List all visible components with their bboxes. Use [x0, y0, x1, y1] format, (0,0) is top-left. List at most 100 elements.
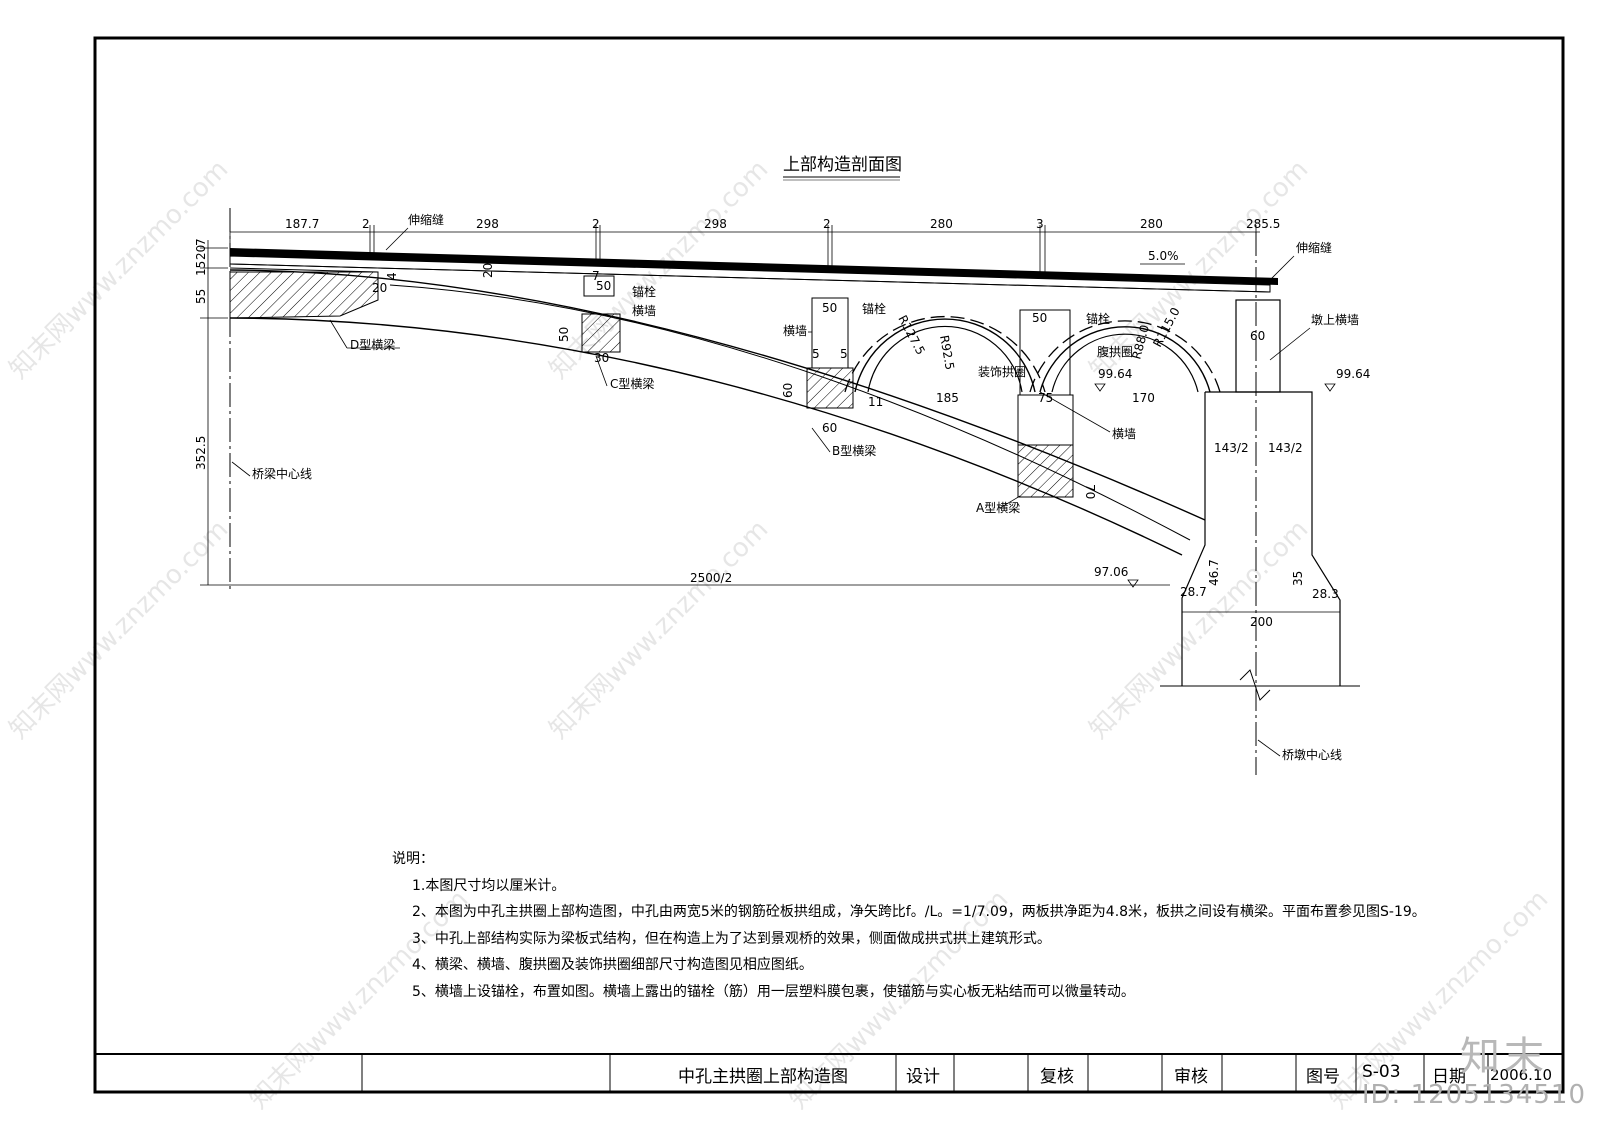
- pier-centerline-label: 桥墩中心线: [1282, 747, 1342, 762]
- deck: [229, 248, 1278, 293]
- radius-2: R92.5: [937, 334, 957, 371]
- dim-c30: 30: [594, 351, 609, 365]
- dim-w75: 75: [1038, 391, 1053, 405]
- dim-c7: 7: [592, 269, 600, 283]
- sheet-frame: [93, 36, 1565, 1094]
- drawing-title: 上部构造剖面图: [783, 155, 902, 175]
- dim-span: 2500/2: [690, 571, 732, 585]
- note-item-3: 3、中孔上部结构实际为梁板式结构，但在构造上为了达到景观桥的效果，侧面做成拱式拱…: [412, 930, 1051, 947]
- date-value: 2006.10: [1490, 1066, 1553, 1084]
- dim-w50: 50: [1032, 311, 1047, 325]
- dim-w185: 185: [936, 391, 959, 405]
- dim-left-1: 15: [194, 261, 208, 276]
- dim-top-3: 298: [476, 217, 499, 231]
- dim-top-2: 2: [362, 217, 370, 231]
- dim-left-4: 55: [194, 289, 208, 304]
- dim-top-8: 3: [1036, 217, 1044, 231]
- dim-d20b: 20: [372, 281, 387, 295]
- number-value: S-03: [1362, 1062, 1401, 1082]
- dim-left-2: 20: [194, 245, 208, 260]
- cross-wall-1: 横墙: [632, 304, 656, 318]
- elev-left-top: 99.64: [1098, 367, 1132, 381]
- top-dimension-line: 187.7 2 298 2 298 2 280 3 280 285.5: [229, 217, 1280, 278]
- title-block-grid: [95, 1053, 1563, 1092]
- dim-p35: 35: [1291, 571, 1305, 586]
- cross-wall-b: [811, 297, 849, 369]
- anchor-3: 锚栓: [1086, 311, 1110, 326]
- svg-text:知末网www.znzmo.com: 知末网www.znzmo.com: [544, 514, 775, 745]
- dim-b50: 50: [822, 301, 837, 315]
- dim-top-5: 298: [704, 217, 727, 231]
- dim-p46: 46.7: [1207, 559, 1221, 586]
- dim-c50b: 50: [557, 327, 571, 342]
- anchor-2: 锚栓: [862, 301, 886, 316]
- dim-w70: 70: [1083, 484, 1097, 499]
- dim-b60a: 60: [781, 383, 795, 398]
- note-item-1: 1.本图尺寸均以厘米计。: [412, 877, 566, 894]
- cross-wall-3: 横墙: [1112, 427, 1136, 441]
- svg-text:知末网www.znzmo.com: 知末网www.znzmo.com: [4, 514, 235, 745]
- dim-top-6: 2: [823, 217, 831, 231]
- dim-d4: 4: [385, 272, 399, 280]
- note-item-2: 2、本图为中孔主拱圈上部构造图，中孔由两宽5米的钢筋砼板拱组成，净矢跨比f。/L…: [412, 904, 1426, 920]
- cross-wall-2: 横墙: [783, 324, 807, 338]
- beam-c-label: C型横梁: [610, 376, 654, 391]
- anchor-1: 锚栓: [632, 284, 656, 299]
- expansion-joint-right: 伸缩缝: [1296, 240, 1332, 255]
- bridge-centerline-label: 桥梁中心线: [252, 466, 312, 481]
- dim-b60b: 60: [822, 421, 837, 435]
- dim-d20: 20: [481, 263, 495, 278]
- dim-p143b: 143/2: [1268, 441, 1303, 455]
- dim-w170: 170: [1132, 391, 1155, 405]
- beam-a-hatch: [1017, 444, 1074, 498]
- svg-text:知末网www.znzmo.com: 知末网www.znzmo.com: [1084, 514, 1315, 745]
- dim-b5a: 5: [812, 347, 820, 361]
- beam-b-hatch: [806, 367, 854, 409]
- dim-b11: 11: [868, 395, 883, 409]
- dim-p60: 60: [1250, 329, 1265, 343]
- review-label: 复核: [1040, 1067, 1074, 1087]
- pier: [1160, 299, 1360, 701]
- dim-p28a: 28.7: [1180, 585, 1207, 599]
- drawing-name-cell: 中孔主拱圈上部构造图: [678, 1067, 848, 1087]
- detail-dimensions: 20 4 20 50 7 50 30 50 5 5 60 60 11 50 18…: [372, 263, 1340, 629]
- dim-top-1: 187.7: [285, 217, 319, 231]
- expansion-joint-left: 伸缩缝: [408, 212, 444, 227]
- notes-heading: 说明：: [392, 851, 434, 867]
- watermark-id: ID: 1205134510: [1361, 1080, 1586, 1110]
- number-label: 图号: [1306, 1067, 1340, 1087]
- date-label: 日期: [1432, 1067, 1466, 1087]
- elev-springing: 97.06: [1094, 565, 1128, 579]
- dim-top-4: 2: [592, 217, 600, 231]
- dim-top-7: 280: [930, 217, 953, 231]
- decor-arch-label: 装饰拱圈: [978, 365, 1026, 379]
- pier-cross-wall: 墩上横墙: [1311, 313, 1359, 327]
- dim-p200: 200: [1250, 615, 1273, 629]
- left-dimension-line: 15 20 7 55 352.5: [194, 238, 230, 586]
- beam-a-label: A型横梁: [976, 500, 1020, 515]
- dim-p28b: 28.3: [1312, 587, 1339, 601]
- beam-c-hatch: [581, 313, 621, 353]
- decor-arches: [844, 315, 1221, 393]
- note-item-5: 5、横墙上设锚栓，布置如图。横墙上露出的锚栓（筋）用一层塑料膜包裹，使锚筋与实心…: [412, 983, 1135, 1000]
- slope-label: 5.0%: [1148, 249, 1179, 263]
- beam-d-hatch: [229, 271, 379, 319]
- dim-left-3: 7: [194, 238, 208, 246]
- dim-p143a: 143/2: [1214, 441, 1249, 455]
- web-arch-label: 腹拱圈: [1097, 345, 1133, 359]
- dim-b5b: 5: [840, 347, 848, 361]
- note-item-4: 4、横梁、横墙、腹拱圈及装饰拱圈细部尺寸构造图见相应图纸。: [412, 957, 813, 973]
- watermark-logo: 知末: [1460, 1034, 1548, 1080]
- audit-label: 审核: [1174, 1067, 1208, 1087]
- beam-d-label: D型横梁: [350, 337, 395, 352]
- dim-left-5: 352.5: [194, 436, 208, 470]
- dim-c50a: 50: [596, 279, 611, 293]
- main-arch-bottom: [229, 317, 1183, 556]
- design-label: 设计: [906, 1067, 940, 1087]
- beam-b-label: B型横梁: [832, 443, 876, 458]
- dim-top-10: 285.5: [1246, 217, 1280, 231]
- leader-labels: 伸缩缝 伸缩缝 锚栓 横墙 锚栓 横墙 锚栓 腹拱圈 装饰拱圈 横墙 墩上横墙 …: [231, 212, 1359, 762]
- elev-right-top: 99.64: [1336, 367, 1370, 381]
- notes-block: 说明： 1.本图尺寸均以厘米计。 2、本图为中孔主拱圈上部构造图，中孔由两宽5米…: [392, 846, 1542, 1005]
